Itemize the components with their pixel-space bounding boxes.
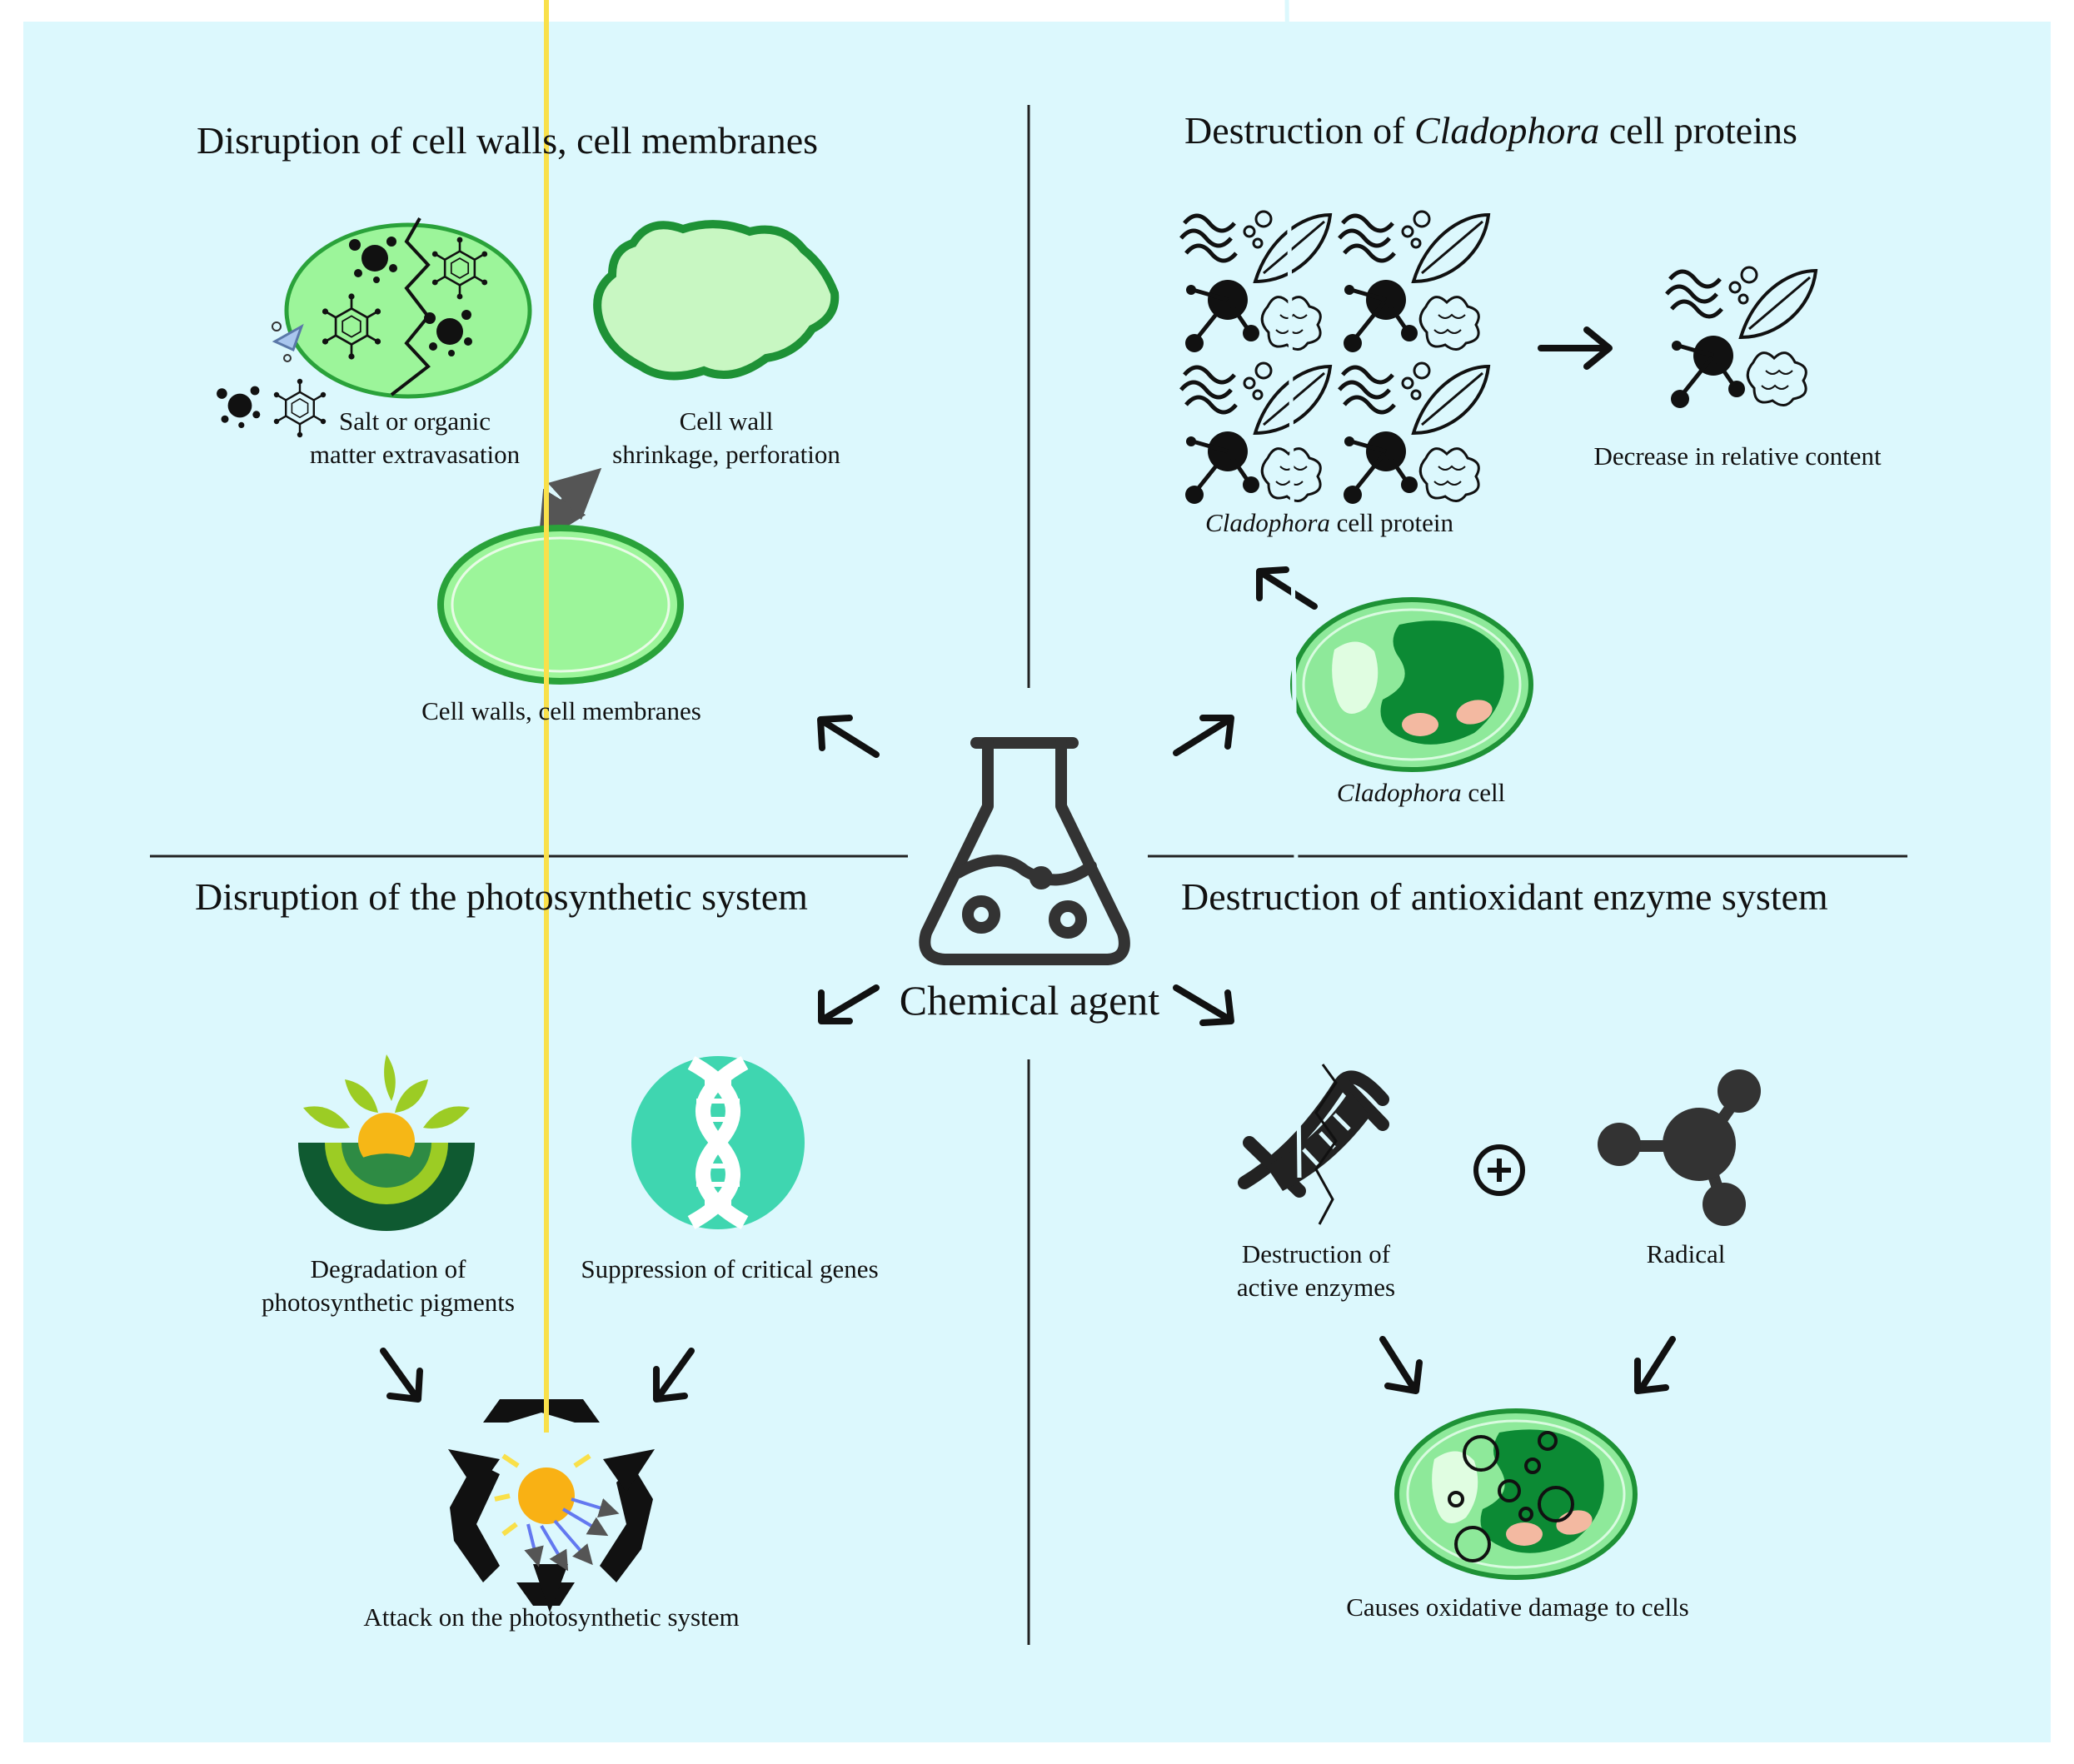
label-pigments-line1: Degradation of [310, 1254, 466, 1283]
label-decrease: Decrease in relative content [1593, 441, 1882, 471]
label-radical: Radical [1646, 1239, 1726, 1268]
label-enzymes-line2: active enzymes [1236, 1273, 1396, 1302]
right-arrow-icon [1538, 326, 1613, 370]
radical-molecule-icon [1598, 1069, 1761, 1226]
label-protein-italic: Cladophora [1205, 508, 1330, 537]
label-shrink-line1: Cell wall [679, 406, 774, 436]
cladophora-cell-icon [1290, 597, 1533, 772]
label-pigments-line2: photosynthetic pigments [262, 1288, 515, 1317]
label-cladophora-italic: Cladophora [1336, 778, 1462, 807]
center-label: Chemical agent [899, 977, 1160, 1024]
label-enzymes: Destruction of active enzymes [1237, 1238, 1395, 1304]
label-cell-wall-shrinkage: Cell wall shrinkage, perforation [612, 405, 840, 471]
title-antioxidant: Destruction of antioxidant enzyme system [1181, 875, 1828, 918]
intact-cell-icon [437, 525, 684, 685]
title-photosynthetic: Disruption of the photosynthetic system [195, 875, 808, 918]
label-cell-protein: Cladophora cell protein [1205, 506, 1453, 540]
title-cell-proteins: Destruction of Cladophora cell proteins [1184, 108, 1797, 152]
photosynthesis-cycle-icon [448, 0, 655, 1612]
broken-enzyme-icon [1238, 0, 1389, 1225]
flask-icon [919, 737, 1130, 965]
label-enzymes-line1: Destruction of [1241, 1239, 1391, 1268]
title-proteins-italic: Cladophora [1413, 109, 1600, 152]
reduced-protein-icon [1667, 267, 1816, 408]
title-cell-walls: Disruption of cell walls, cell membranes [197, 119, 819, 162]
shrunken-cell-icon [593, 220, 840, 381]
label-shrink-line2: shrinkage, perforation [612, 440, 840, 469]
leaking-cell-icon [217, 217, 532, 439]
label-salt-extravasation: Salt or organic matter extravasation [310, 405, 520, 471]
title-proteins-prefix: Destruction of [1184, 109, 1414, 152]
label-pigments: Degradation of photosynthetic pigments [262, 1253, 515, 1319]
pathway-arrows [817, 715, 1234, 1026]
plus-icon [1473, 1144, 1525, 1196]
label-protein-suffix: cell protein [1329, 508, 1453, 537]
label-cladophora-cell: Cladophora cell [1337, 776, 1505, 810]
damaged-cell-icon [1394, 1408, 1638, 1580]
arrow-up-left-icon [1256, 566, 1318, 610]
label-genes: Suppression of critical genes [581, 1254, 879, 1283]
label-oxidative: Causes oxidative damage to cells [1346, 1592, 1689, 1622]
label-salt-line1: Salt or organic [339, 406, 491, 436]
pigment-logo-icon [298, 1054, 475, 1231]
title-proteins-suffix: cell proteins [1599, 109, 1797, 152]
split-arrow-icon [538, 467, 602, 545]
arrows-to-photosynthesis [380, 1336, 1676, 1403]
label-cell-walls: Cell walls, cell membranes [421, 696, 701, 725]
protein-cluster-icon [1181, 212, 1488, 504]
label-salt-line2: matter extravasation [309, 440, 521, 469]
quadrant-divider-lines [150, 105, 1907, 1645]
label-attack: Attack on the photosynthetic system [363, 1602, 740, 1632]
dna-gene-icon [631, 1056, 805, 1229]
label-cladophora-suffix: cell [1461, 778, 1506, 807]
